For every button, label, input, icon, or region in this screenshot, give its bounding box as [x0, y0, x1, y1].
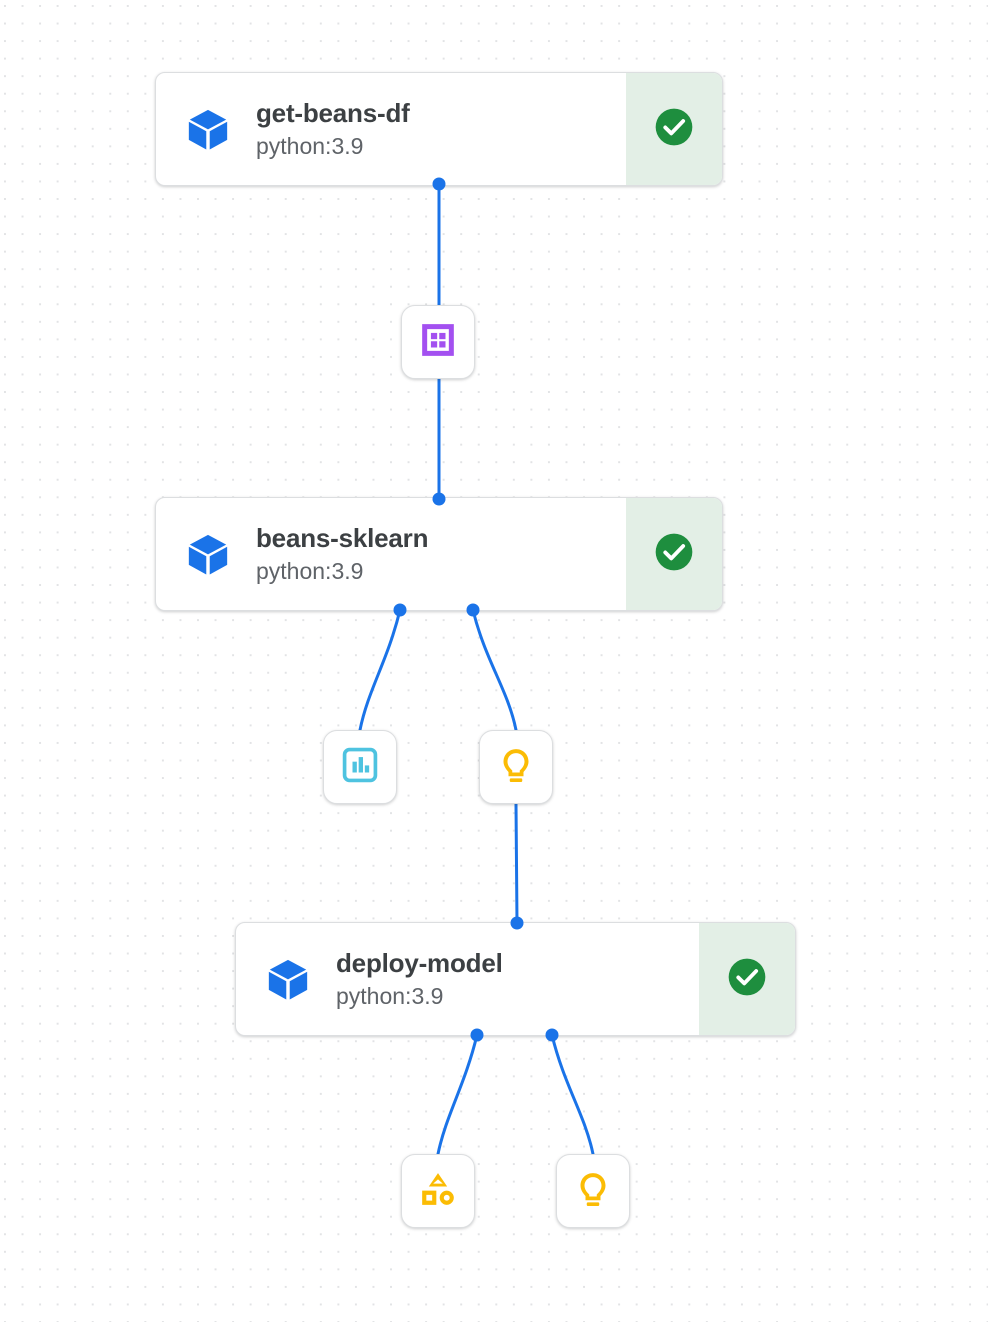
- status-badge: [626, 498, 722, 610]
- step-node-title: deploy-model: [336, 947, 503, 978]
- pipeline-step-node[interactable]: beans-sklearn python:3.9: [155, 497, 723, 611]
- node-port[interactable]: [432, 177, 446, 191]
- step-node-text: get-beans-df python:3.9: [256, 98, 410, 161]
- pipeline-edge: [358, 608, 402, 732]
- pipeline-artifact-node[interactable]: [323, 730, 397, 804]
- step-node-title: beans-sklearn: [256, 522, 429, 553]
- cube-icon: [262, 953, 314, 1005]
- step-node-body[interactable]: beans-sklearn python:3.9: [156, 498, 626, 610]
- node-port[interactable]: [432, 492, 446, 506]
- lightbulb-icon: [496, 745, 536, 790]
- pipeline-edge: [471, 608, 518, 732]
- pipeline-artifact-node[interactable]: [479, 730, 553, 804]
- step-node-subtitle: python:3.9: [256, 557, 364, 584]
- check-circle-icon: [652, 105, 696, 154]
- shapes-icon: [418, 1169, 458, 1214]
- cube-icon: [182, 103, 234, 155]
- pipeline-step-node[interactable]: get-beans-df python:3.9: [155, 72, 723, 186]
- node-port[interactable]: [510, 916, 524, 930]
- pipeline-edge: [550, 1033, 595, 1156]
- dataset-icon: [418, 320, 458, 365]
- pipeline-edge: [436, 1033, 479, 1156]
- pipeline-artifact-node[interactable]: [401, 1154, 475, 1228]
- bar-chart-icon: [340, 745, 380, 790]
- node-port[interactable]: [466, 603, 480, 617]
- check-circle-icon: [725, 955, 769, 1004]
- pipeline-artifact-node[interactable]: [401, 305, 475, 379]
- step-node-subtitle: python:3.9: [256, 132, 364, 159]
- node-port[interactable]: [470, 1028, 484, 1042]
- pipeline-artifact-node[interactable]: [556, 1154, 630, 1228]
- pipeline-step-node[interactable]: deploy-model python:3.9: [235, 922, 796, 1036]
- node-port[interactable]: [545, 1028, 559, 1042]
- step-node-body[interactable]: get-beans-df python:3.9: [156, 73, 626, 185]
- step-node-text: beans-sklearn python:3.9: [256, 523, 428, 586]
- step-node-body[interactable]: deploy-model python:3.9: [236, 923, 699, 1035]
- pipeline-edge: [514, 802, 519, 925]
- status-badge: [626, 73, 722, 185]
- step-node-subtitle: python:3.9: [336, 982, 444, 1009]
- status-badge: [699, 923, 795, 1035]
- lightbulb-icon: [573, 1169, 613, 1214]
- step-node-text: deploy-model python:3.9: [336, 948, 503, 1011]
- cube-icon: [182, 528, 234, 580]
- node-port[interactable]: [393, 603, 407, 617]
- check-circle-icon: [652, 530, 696, 579]
- step-node-title: get-beans-df: [256, 97, 410, 128]
